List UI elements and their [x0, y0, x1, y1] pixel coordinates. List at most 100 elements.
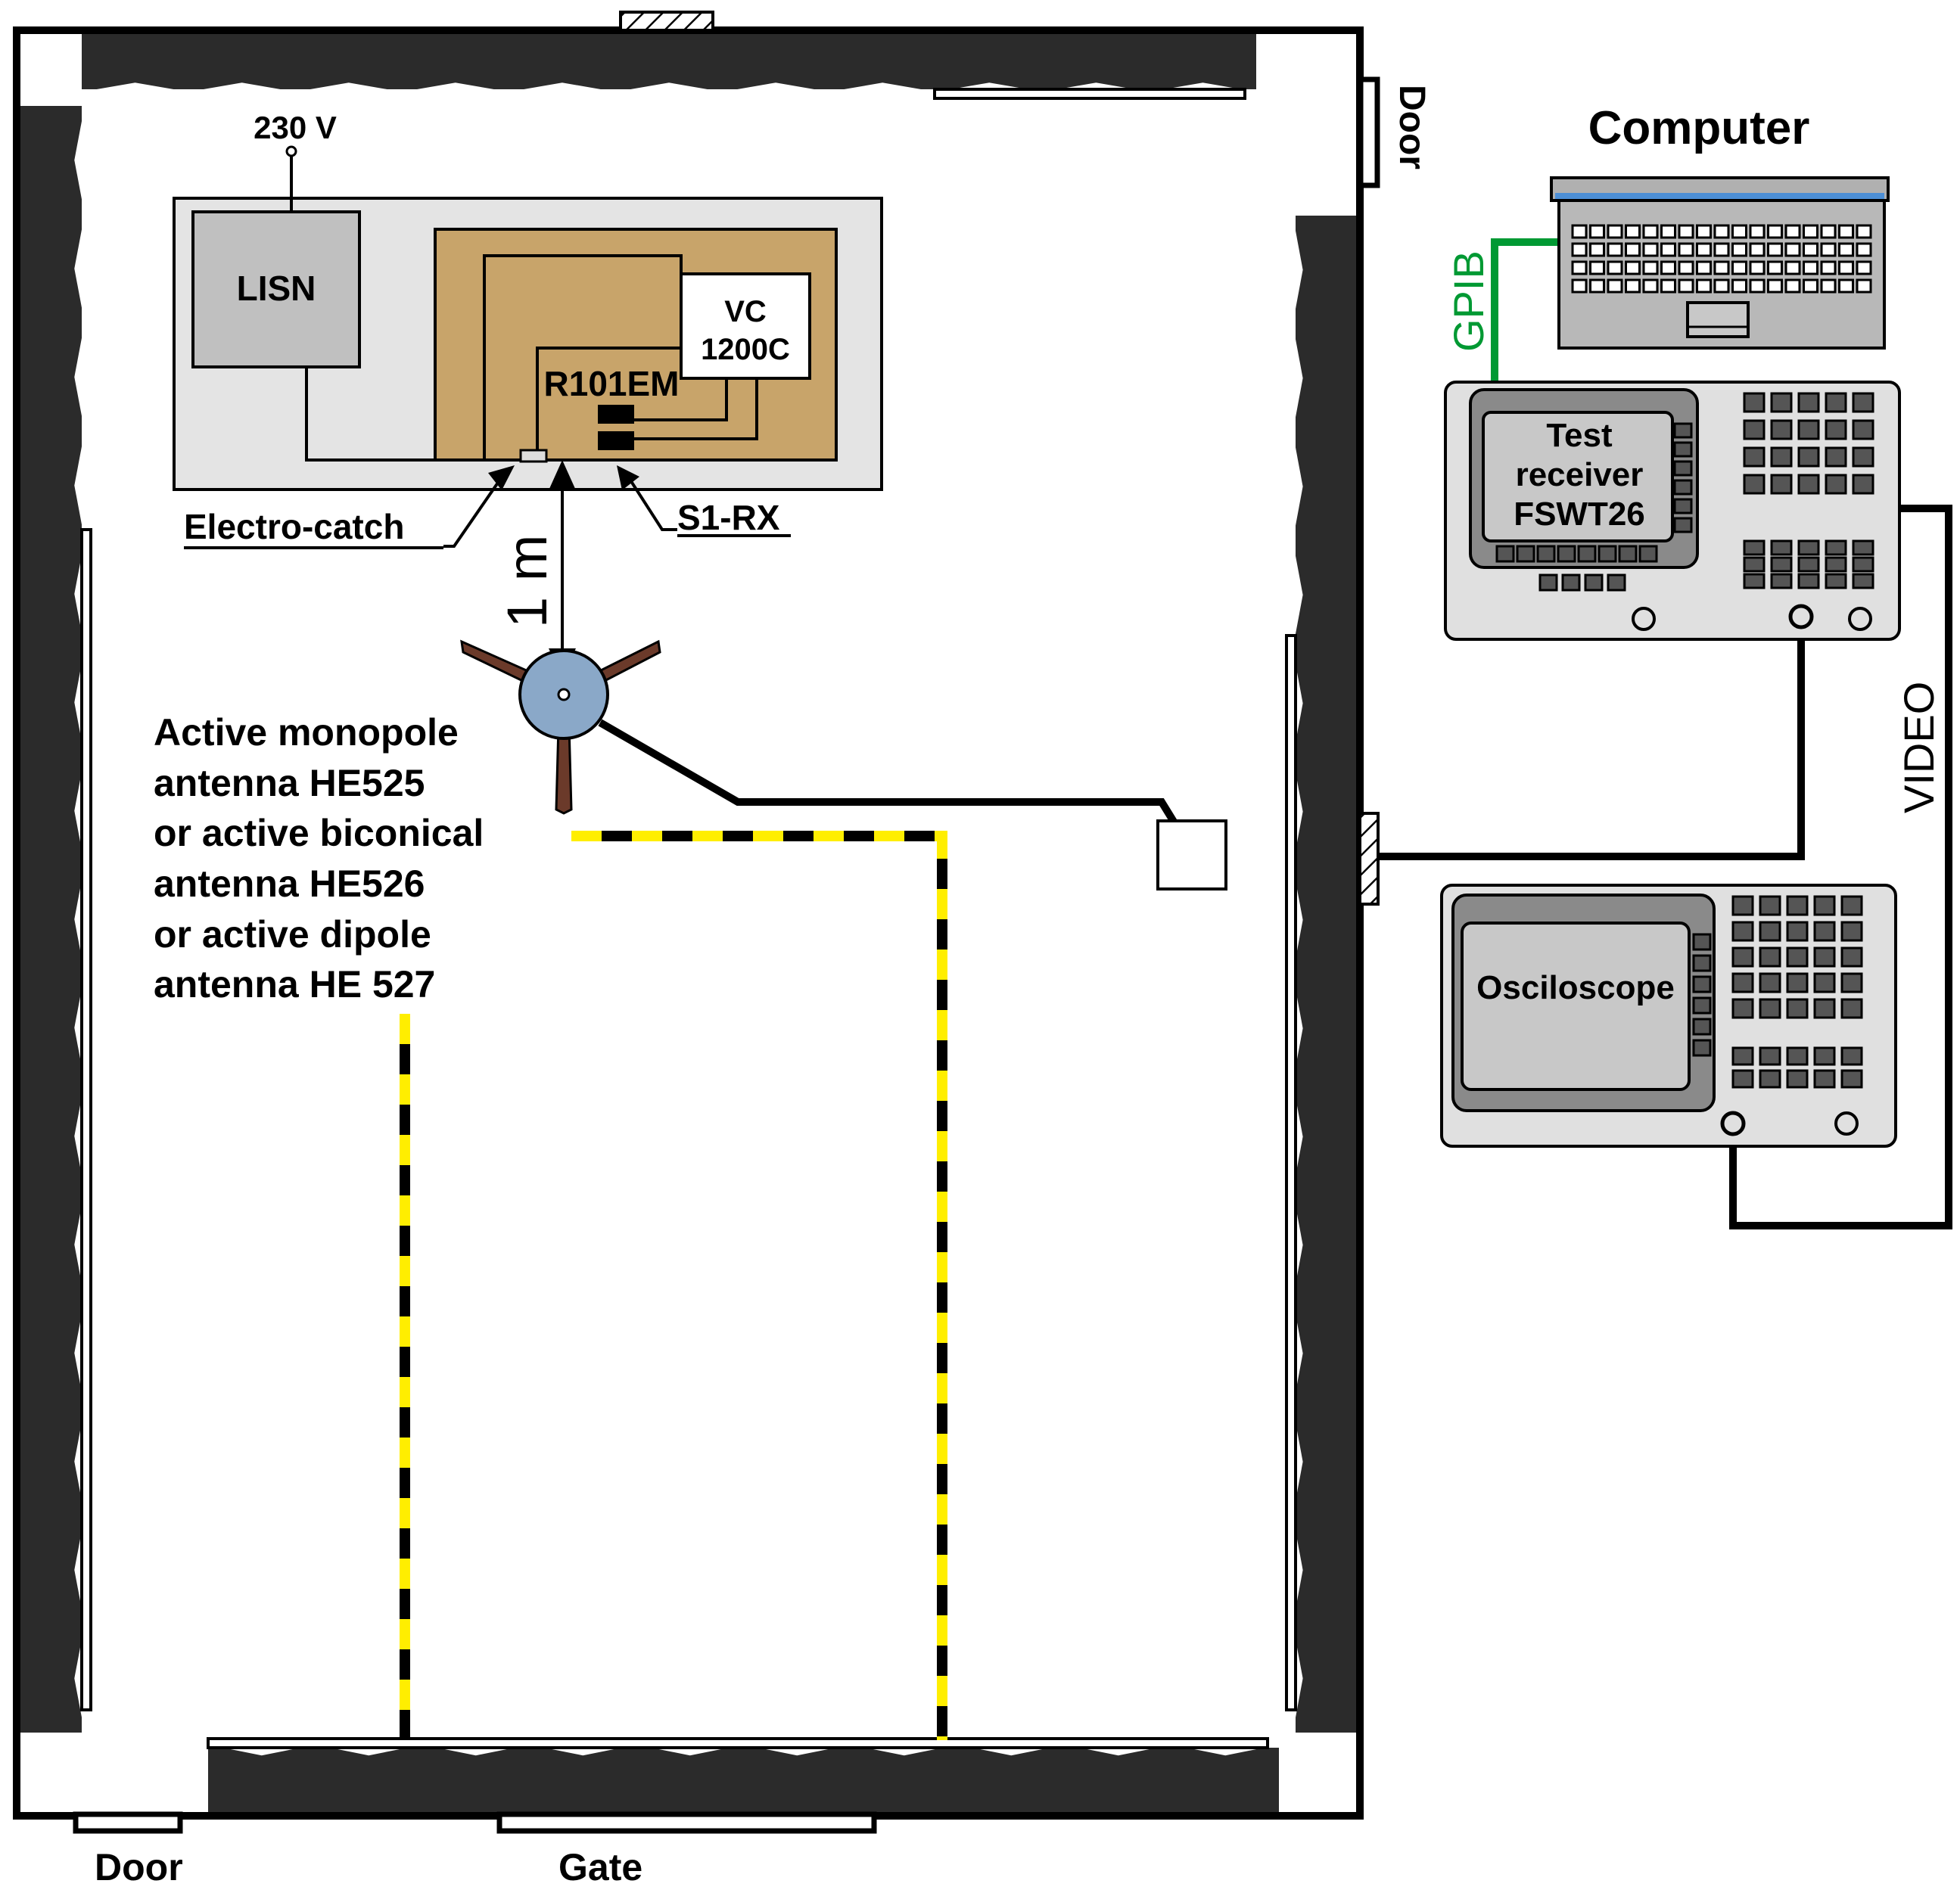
oscilloscope-connector [1720, 1111, 1746, 1136]
receiver-key [1852, 392, 1874, 413]
receiver-screen [1482, 411, 1674, 542]
r101em-block-lower [598, 431, 634, 450]
receiver-key [1825, 419, 1847, 440]
absorber-cone [544, 1748, 622, 1756]
keyboard-key [1820, 242, 1837, 257]
oscilloscope-key [1731, 1046, 1754, 1066]
keyboard-key [1642, 224, 1659, 239]
absorber-cone [1296, 881, 1303, 959]
oscilloscope-key [1759, 1046, 1781, 1066]
keyboard-key [1838, 224, 1854, 239]
oscilloscope-key [1813, 1046, 1836, 1066]
keyboard-key [1713, 278, 1730, 294]
oscilloscope-key [1840, 1046, 1863, 1066]
keyboard-key [1731, 278, 1747, 294]
oscilloscope-key [1813, 921, 1836, 942]
keyboard-key [1784, 242, 1801, 257]
keyboard-key [1642, 278, 1659, 294]
keyboard-key [1589, 260, 1605, 275]
electro-catch-leader [443, 479, 501, 548]
absorber-strip [208, 1748, 1279, 1812]
keyboard-key [1607, 242, 1623, 257]
receiver-key [1743, 392, 1766, 413]
gate [496, 1811, 877, 1834]
absorber-cone [651, 1748, 729, 1756]
absorber-cone [1296, 1531, 1303, 1609]
right-door [1358, 76, 1380, 188]
absorber-cone [1296, 339, 1303, 418]
absorber-cone [74, 337, 82, 416]
receiver-key [1825, 446, 1847, 468]
receiver-key [1852, 474, 1874, 495]
receiver-connector [1788, 604, 1814, 629]
absorber-cone [630, 82, 708, 89]
absorber-cone [74, 1639, 82, 1717]
oscilloscope: Osciloscope [1440, 884, 1897, 1148]
antenna-label-line-1: Active monopole [154, 711, 459, 754]
absorber-cone [74, 772, 82, 850]
keyboard-key [1678, 260, 1694, 275]
receiver-key [1852, 573, 1874, 589]
receiver-key [1770, 446, 1793, 468]
absorber-cone [1296, 1205, 1303, 1285]
video-label: VIDEO [1895, 682, 1943, 813]
keyboard-key [1625, 278, 1641, 294]
receiver-softkey [1618, 545, 1638, 563]
antenna-label-line-4: antenna HE526 [154, 863, 425, 905]
oscilloscope-side-key [1692, 933, 1712, 951]
oscilloscope-side-key [1692, 1018, 1712, 1036]
distance-label: 1 m [496, 535, 558, 628]
oscilloscope-key [1759, 998, 1781, 1019]
keyboard-key [1571, 260, 1588, 275]
r101em-label: R101EM [544, 364, 680, 403]
absorber-cone [1296, 555, 1303, 634]
oscilloscope-key [1786, 1069, 1809, 1089]
oscilloscope-key [1786, 972, 1809, 993]
receiver-key [1770, 474, 1793, 495]
receiver-key [1825, 392, 1847, 413]
absorber-row-bottom [208, 1748, 1279, 1812]
receiver-softkey [1607, 573, 1626, 592]
antenna-label-line-3: or active biconical [154, 812, 484, 854]
keyboard-key [1749, 278, 1766, 294]
keyboard-key [1625, 242, 1641, 257]
oscilloscope-key [1813, 998, 1836, 1019]
receiver-key [1797, 474, 1820, 495]
absorber-cone [1296, 664, 1303, 743]
antenna-label-line-5: or active dipole [154, 913, 431, 956]
oscilloscope-key [1759, 1069, 1781, 1089]
oscilloscope-key [1840, 946, 1863, 968]
oscilloscope-key [1731, 946, 1754, 968]
receiver-key [1825, 556, 1847, 573]
keyboard-key [1571, 242, 1588, 257]
oscilloscope-key [1759, 946, 1781, 968]
keyboard-key [1731, 260, 1747, 275]
keyboard-key [1607, 224, 1623, 239]
keyboard-key [1660, 260, 1676, 275]
keyboard-key [1767, 278, 1783, 294]
keyboard-key [1678, 224, 1694, 239]
s1-rx-leader [627, 475, 677, 531]
absorber-cone [96, 82, 174, 89]
receiver-key [1797, 392, 1820, 413]
keyboard-key [1803, 224, 1818, 239]
oscilloscope-key [1759, 921, 1781, 942]
keyboard-key [1713, 260, 1730, 275]
keyboard-key [1696, 278, 1712, 294]
keyboard-key [1642, 242, 1659, 257]
absorber-cone [844, 82, 921, 89]
receiver-key [1825, 474, 1847, 495]
absorber-cone [524, 82, 601, 89]
keyboard-key [1820, 224, 1837, 239]
absorber-cone [1187, 1748, 1265, 1756]
receiver-label-line-2: receiver [1516, 456, 1644, 493]
absorber-cone [1057, 82, 1135, 89]
keyboard-key [1731, 242, 1747, 257]
receiver-key [1852, 419, 1874, 440]
oscilloscope-key [1731, 1069, 1754, 1089]
s1-rx-label: S1-RX [677, 498, 780, 537]
feedthrough-panel [1358, 812, 1380, 906]
absorber-cone [74, 1531, 82, 1609]
antenna-label-line-2: antenna HE525 [154, 762, 425, 804]
oscilloscope-key [1759, 895, 1781, 916]
